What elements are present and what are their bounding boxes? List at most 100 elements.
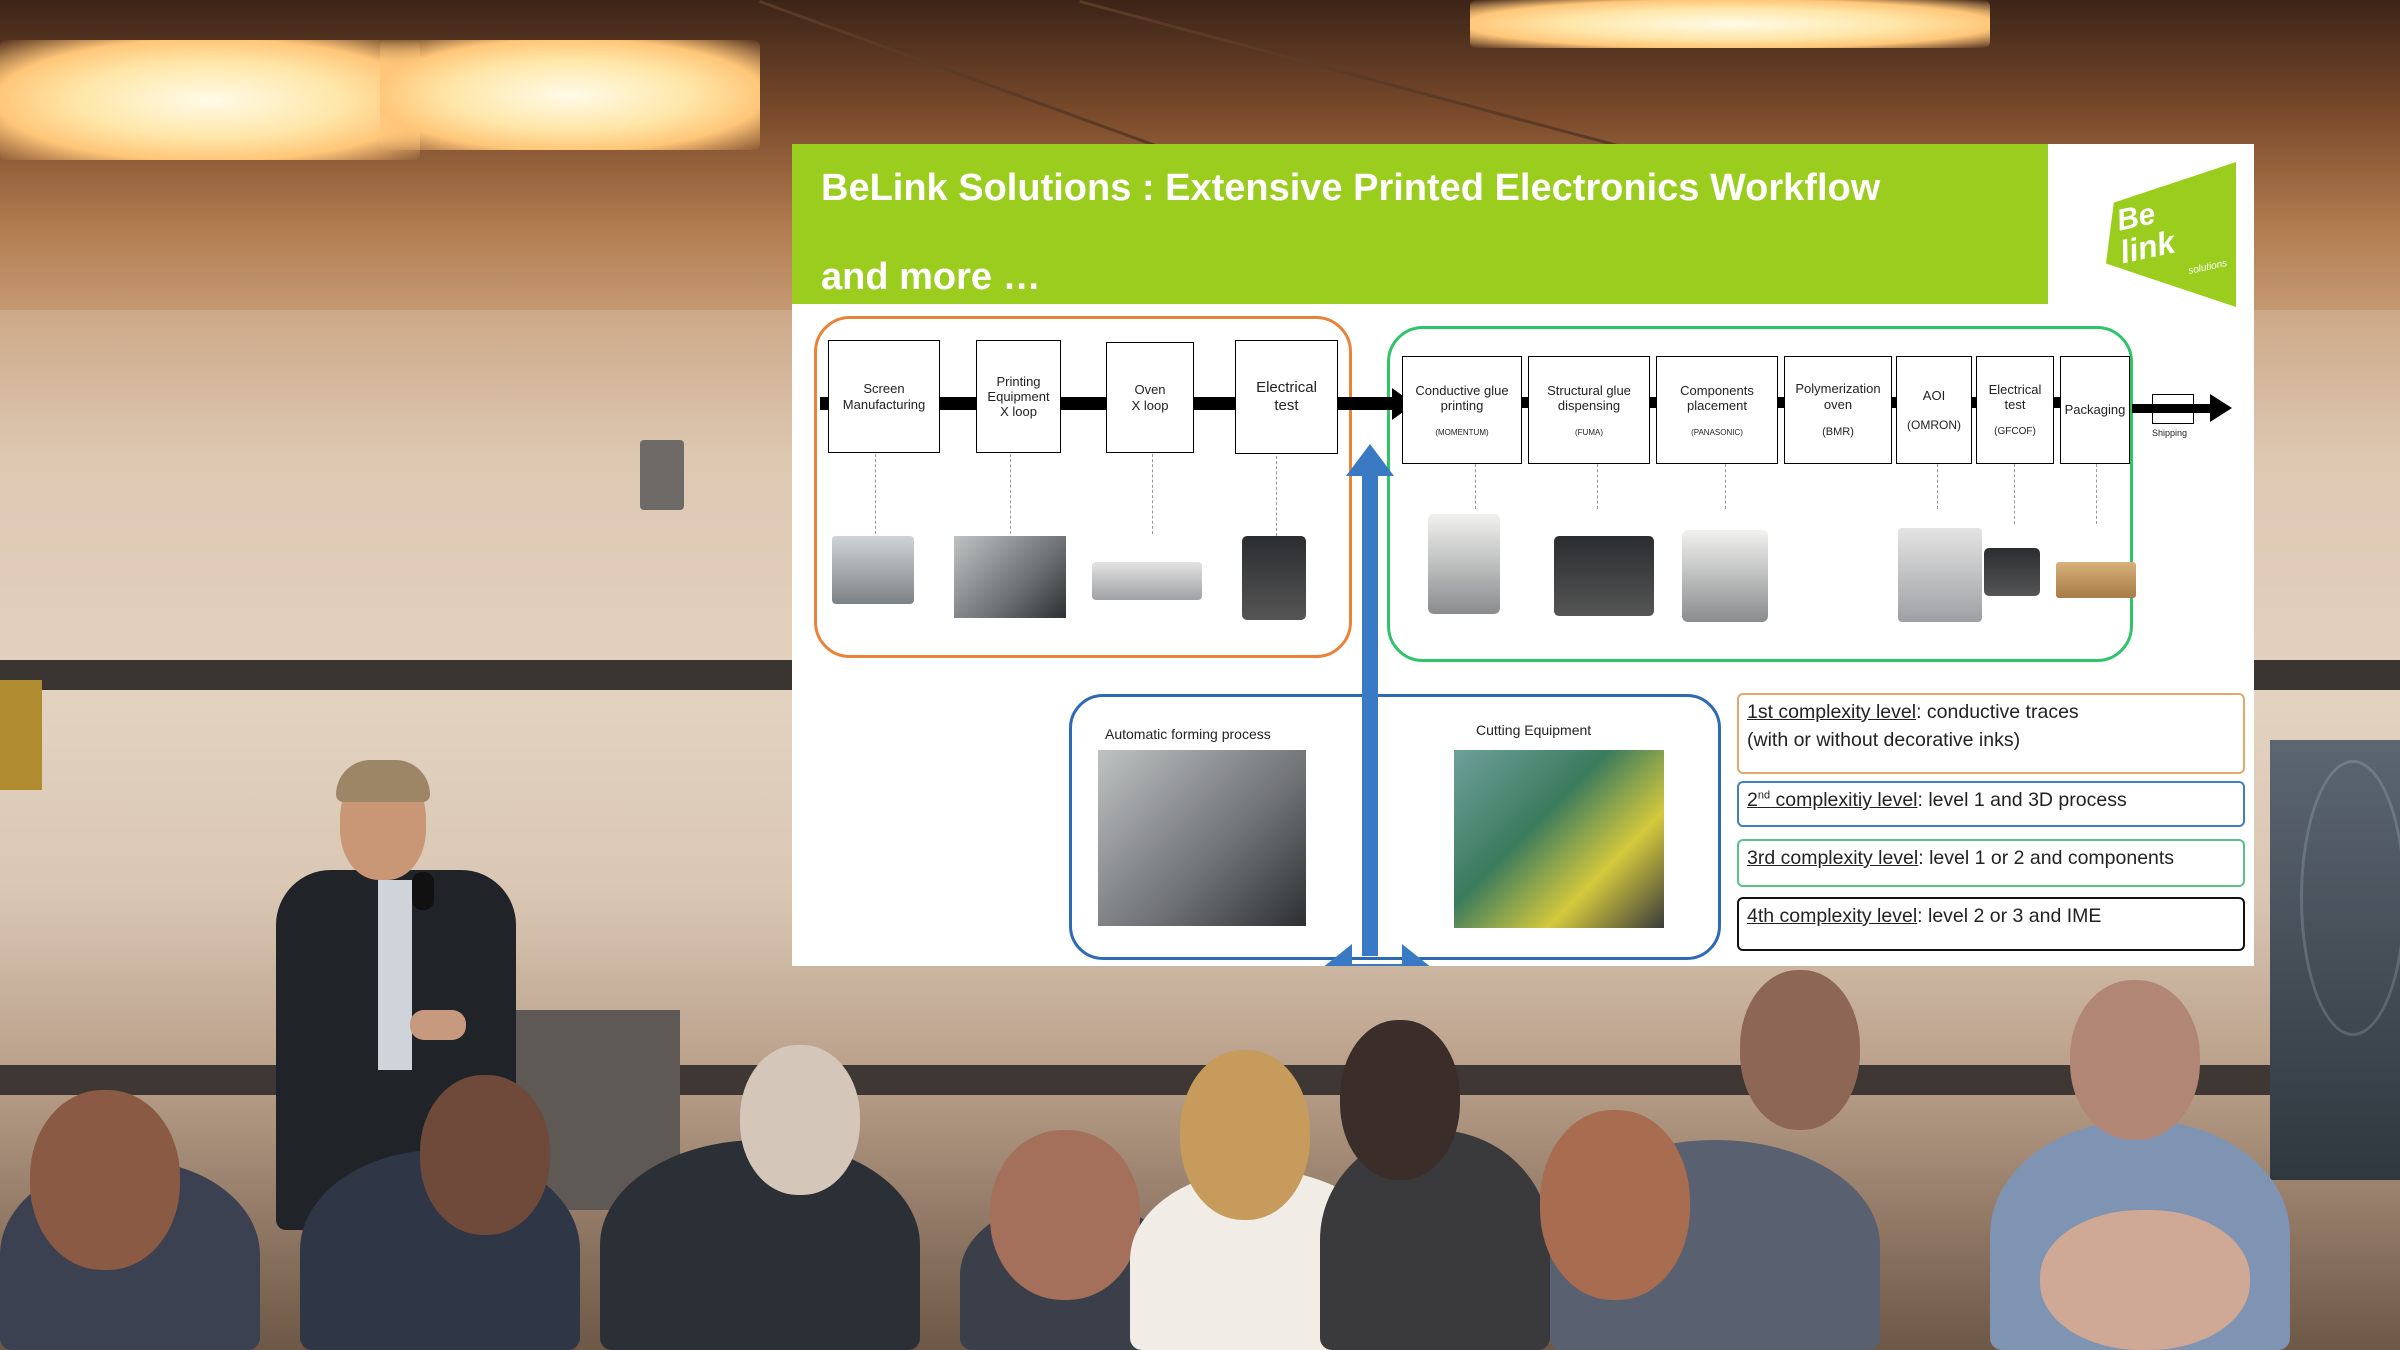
glue-dispenser-machine	[1554, 536, 1654, 616]
slide-title-continued: and more …	[821, 256, 1041, 298]
process-step: AOI (OMRON)	[1896, 356, 1972, 464]
speaker-hair	[336, 760, 430, 802]
process-step: Electrical test	[1235, 340, 1338, 454]
level-suffix: nd	[1757, 789, 1771, 802]
complexity-level-4: 4th complexity level: level 2 or 3 and I…	[1737, 897, 2245, 951]
microphone	[412, 872, 434, 910]
step-name: Screen Manufacturing	[842, 381, 926, 412]
electrical-tester-machine	[1984, 548, 2040, 596]
step-name: AOI	[1922, 388, 1946, 404]
slide-title: BeLink Solutions : Extensive Printed Ele…	[821, 167, 1881, 209]
step-name: Components placement	[1680, 382, 1754, 414]
audience-head	[740, 1045, 860, 1195]
step-vendor: (GFCOF)	[1994, 426, 2036, 438]
speaker-shirt	[378, 880, 412, 1070]
ceiling-light	[380, 40, 760, 150]
audience-head	[1340, 1020, 1460, 1180]
step-name: Oven X loop	[1131, 382, 1169, 413]
level-description: : level 1 or 2 and components	[1918, 847, 2175, 869]
printing-equipment-machine	[954, 536, 1066, 618]
connector	[1276, 456, 1277, 536]
cutting-label: Cutting Equipment	[1476, 722, 1592, 738]
audience-member	[1320, 1130, 1550, 1350]
audience-head	[990, 1130, 1140, 1300]
forming-machine-photo	[1098, 750, 1306, 926]
step-name: Electrical test	[1256, 379, 1317, 414]
flag	[0, 680, 42, 790]
connector	[1725, 464, 1726, 509]
audience-head	[30, 1090, 180, 1270]
step-vendor: (OMRON)	[1907, 417, 1961, 432]
cutting-equipment-photo	[1454, 750, 1664, 928]
connector	[2014, 464, 2015, 524]
level-description: : level 1 and 3D process	[1917, 789, 2127, 811]
step-name: Printing Equipment X loop	[987, 373, 1050, 420]
connector	[1597, 464, 1598, 509]
level-title: 2nd complexitiy level	[1747, 789, 1918, 811]
banner-graphic	[2300, 760, 2400, 1036]
electrical-test-machine	[1242, 536, 1306, 620]
oven-machine	[1092, 562, 1202, 600]
complexity-level-3: 3rd complexity level: level 1 or 2 and c…	[1737, 839, 2245, 887]
wall-speaker	[640, 440, 684, 510]
audience-head	[2070, 980, 2200, 1140]
slide-title-bar	[792, 144, 2048, 304]
shipping-label: Shipping	[2152, 428, 2188, 438]
connector	[1152, 454, 1153, 534]
level-title: 1st complexity level	[1747, 701, 1917, 723]
level-number: 2	[1747, 789, 1758, 811]
process-step: Components placement (PANASONIC)	[1656, 356, 1778, 464]
speaker-hand	[410, 1010, 466, 1040]
process-step: Screen Manufacturing	[828, 340, 940, 453]
screen-manufacturing-machine	[832, 536, 914, 604]
process-step: Oven X loop	[1106, 342, 1194, 453]
audience-head	[420, 1075, 550, 1235]
audience-head	[2040, 1210, 2250, 1350]
level-description: : conductive traces	[1916, 701, 2079, 723]
audience-head	[1740, 970, 1860, 1130]
forming-label: Automatic forming process	[1105, 726, 1271, 742]
process-step: Polymerization oven (BMR)	[1784, 356, 1892, 464]
connector	[1010, 454, 1011, 534]
placement-machine	[1682, 530, 1768, 622]
step-vendor: (BMR)	[1822, 425, 1854, 438]
step-name: Polymerization oven	[1795, 381, 1881, 412]
right-process-group	[1387, 326, 2133, 662]
package-box	[2056, 562, 2136, 598]
audience-head	[1180, 1050, 1310, 1220]
flow-arrowhead	[2210, 394, 2232, 422]
step-name: Packaging	[2064, 402, 2126, 418]
process-step: Conductive glue printing (MOMENTUM)	[1402, 356, 1522, 464]
shipping-truck-icon	[2152, 394, 2194, 424]
level-description-line2: (with or without decorative inks)	[1747, 729, 2021, 752]
level-title-text: complexitiy level	[1770, 789, 1918, 811]
level-title: 3rd complexity level	[1747, 847, 1919, 869]
step-name: Conductive glue printing	[1415, 382, 1509, 414]
connector	[2096, 464, 2097, 524]
audience-head	[1540, 1110, 1690, 1300]
process-step: Structural glue dispensing (FUMA)	[1528, 356, 1650, 464]
aoi-machine	[1898, 528, 1982, 622]
process-step: Printing Equipment X loop	[976, 340, 1061, 453]
process-step: Electrical test (GFCOF)	[1976, 356, 2054, 464]
connector	[875, 454, 876, 534]
connector	[1937, 464, 1938, 509]
flow-arrow	[2132, 404, 2212, 413]
complexity-level-2: 2nd complexitiy level: level 1 and 3D pr…	[1737, 781, 2245, 827]
step-name: Electrical test	[1988, 381, 2042, 413]
step-vendor: (FUMA)	[1575, 427, 1603, 437]
blue-flow-arrow	[1324, 444, 1430, 966]
bottom-process-group	[1069, 694, 1721, 960]
glue-printer-machine	[1428, 514, 1500, 614]
step-name: Structural glue dispensing	[1547, 382, 1631, 414]
step-vendor: (PANASONIC)	[1691, 427, 1743, 437]
left-process-group	[814, 316, 1352, 658]
ceiling-light	[0, 40, 420, 160]
ceiling-light	[1470, 0, 1990, 48]
step-vendor: (MOMENTUM)	[1435, 427, 1489, 437]
connector	[1475, 464, 1476, 509]
presentation-slide: BeLink Solutions : Extensive Printed Ele…	[792, 144, 2254, 966]
complexity-level-1: 1st complexity level: conductive traces …	[1737, 693, 2245, 774]
level-title: 4th complexity level	[1747, 905, 1918, 927]
process-step: Packaging	[2060, 356, 2130, 464]
